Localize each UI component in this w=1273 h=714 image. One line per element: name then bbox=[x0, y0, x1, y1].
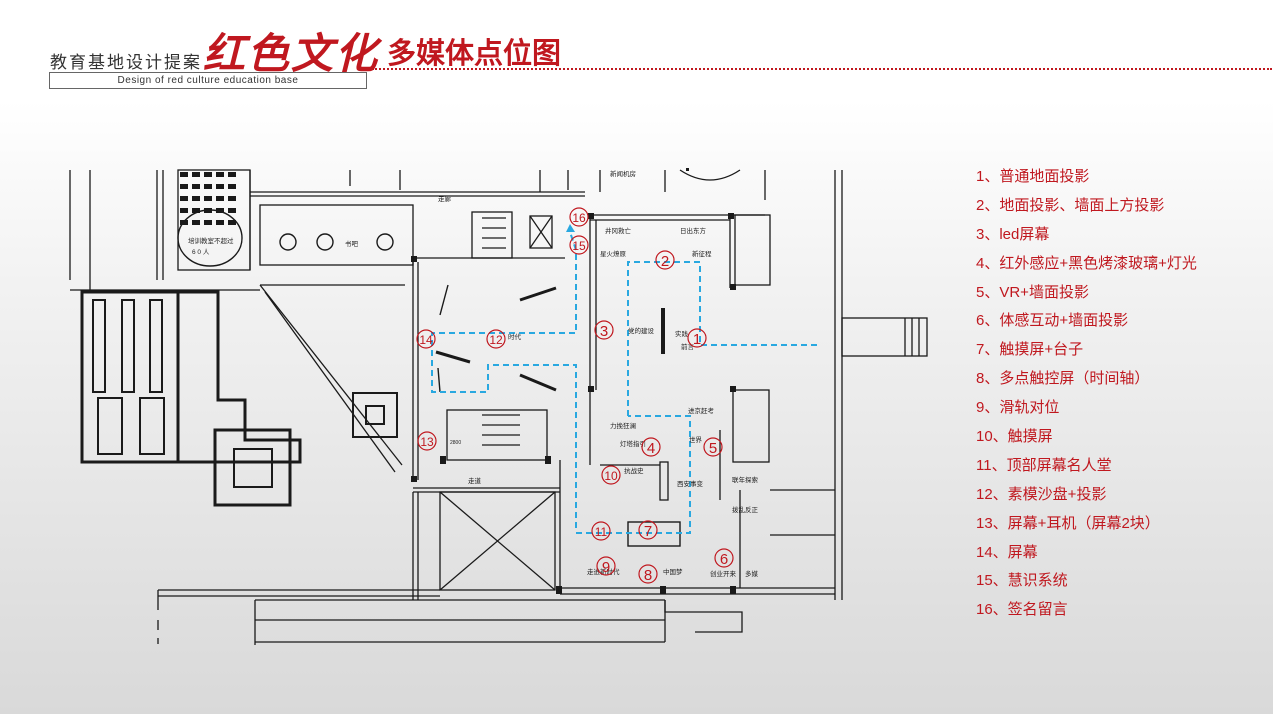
marker-num-15: 15 bbox=[572, 239, 586, 253]
room-label-shidai: 时代 bbox=[508, 332, 522, 341]
room-label-zouxiang: 走进新时代 bbox=[587, 567, 620, 576]
markers bbox=[416, 207, 734, 584]
marker-13 bbox=[417, 431, 437, 451]
page-title: 多媒体点位图 bbox=[387, 38, 562, 70]
room-label-capacity: 6 0 人 bbox=[192, 248, 210, 256]
marker-numbers: 1 2 3 4 5 6 7 8 9 10 11 12 13 14 15 16 bbox=[419, 211, 728, 584]
marker-num-7: 7 bbox=[644, 523, 652, 540]
room-label-shijian: 实践 bbox=[675, 329, 689, 338]
marker-num-13: 13 bbox=[420, 435, 434, 449]
legend-item: 11、顶部屏幕名人堂 bbox=[976, 456, 1112, 474]
room-label-xian: 西安事变 bbox=[677, 479, 704, 488]
marker-num-6: 6 bbox=[720, 551, 728, 568]
marker-num-14: 14 bbox=[419, 333, 433, 347]
marker-num-9: 9 bbox=[602, 559, 610, 576]
marker-num-5: 5 bbox=[709, 440, 717, 457]
legend-item: 4、红外感应+黑色烤漆玻璃+灯光 bbox=[976, 254, 1197, 272]
marker-10 bbox=[601, 465, 621, 485]
marker-num-11: 11 bbox=[595, 525, 608, 539]
plan-walls bbox=[69, 169, 928, 645]
legend-item: 2、地面投影、墙面上方投影 bbox=[976, 196, 1165, 214]
room-label-zhongguomeng: 中国梦 bbox=[663, 567, 683, 576]
room-label-liwan: 力挽狂澜 bbox=[610, 421, 636, 430]
room-labels: 培训教室不超过 6 0 人 书吧 走廊 新闻机房 井冈救亡 日出东方 星火燎原 … bbox=[188, 169, 759, 578]
room-label-bofan: 拨乱反正 bbox=[732, 505, 759, 514]
marker-3 bbox=[594, 320, 614, 340]
marker-5 bbox=[703, 437, 723, 457]
header-divider bbox=[372, 68, 1272, 70]
room-label-reading: 书吧 bbox=[345, 239, 359, 248]
marker-num-8: 8 bbox=[644, 567, 652, 584]
room-label-xinghuo: 星火燎原 bbox=[600, 249, 627, 258]
legend-item: 16、签名留言 bbox=[976, 601, 1068, 619]
legend-item: 8、多点触控屏（时间轴） bbox=[976, 370, 1150, 388]
plan-details bbox=[180, 168, 736, 594]
room-label-denghuo: 灯塔指引 bbox=[620, 439, 646, 448]
marker-9 bbox=[596, 556, 616, 576]
marker-7 bbox=[638, 520, 658, 540]
marker-num-4: 4 bbox=[647, 440, 655, 457]
dimension-label: 2800 bbox=[450, 440, 461, 446]
subtitle-box: Design of red culture education base bbox=[49, 72, 367, 89]
marker-14 bbox=[416, 329, 436, 349]
marker-16 bbox=[569, 207, 589, 227]
marker-num-12: 12 bbox=[489, 333, 503, 347]
legend-item: 1、普通地面投影 bbox=[976, 168, 1090, 185]
legend-item: 3、led屏幕 bbox=[976, 225, 1050, 243]
legend-item: 5、VR+墙面投影 bbox=[976, 283, 1089, 301]
room-label-duo: 多媒 bbox=[745, 569, 759, 578]
marker-2 bbox=[655, 250, 675, 270]
series-title: 红色文化 bbox=[203, 29, 380, 78]
room-label-qianyan: 前言 bbox=[681, 342, 695, 351]
legend-item: 12、素模沙盘+投影 bbox=[976, 485, 1107, 503]
brand-label: 教育基地设计提案 bbox=[50, 53, 202, 73]
room-label-shenhua: 新征程 bbox=[692, 249, 712, 258]
marker-15 bbox=[569, 235, 589, 255]
legend-item: 9、滑轨对位 bbox=[976, 399, 1060, 417]
room-label-beijing: 进京赶考 bbox=[688, 406, 715, 415]
marker-num-1: 1 bbox=[693, 331, 701, 348]
route-arrow bbox=[566, 224, 575, 232]
legend-item: 14、屏幕 bbox=[976, 543, 1038, 561]
legend-item: 10、触摸屏 bbox=[976, 428, 1053, 446]
marker-num-16: 16 bbox=[572, 211, 586, 225]
room-label-shijiao: 世界 bbox=[689, 435, 703, 444]
legend-item: 15、慧识系统 bbox=[976, 572, 1068, 590]
room-label-corridor-top: 走廊 bbox=[438, 194, 452, 203]
legend-item: 6、体感互动+墙面投影 bbox=[976, 312, 1129, 330]
marker-num-3: 3 bbox=[600, 323, 608, 340]
room-label-jiuzhuang: 联年探索 bbox=[732, 475, 759, 484]
room-label-corridor-mid: 走道 bbox=[468, 476, 482, 485]
room-label-chuangye: 创业开来 bbox=[710, 569, 737, 578]
marker-8 bbox=[638, 564, 658, 584]
room-label-dang: 党的建设 bbox=[628, 326, 655, 335]
room-label-richu: 日出东方 bbox=[680, 226, 707, 235]
marker-num-10: 10 bbox=[604, 469, 618, 483]
marker-num-2: 2 bbox=[661, 253, 669, 270]
visitor-route bbox=[431, 231, 820, 534]
legend-item: 13、屏幕+耳机（屏幕2块） bbox=[976, 514, 1160, 532]
marker-4 bbox=[641, 437, 661, 457]
marker-1 bbox=[687, 328, 707, 348]
legend-list: 1、普通地面投影 2、地面投影、墙面上方投影 3、led屏幕 4、红外感应+黑色… bbox=[976, 166, 1197, 628]
room-label-jinggang: 井冈救亡 bbox=[605, 226, 632, 235]
marker-12 bbox=[486, 329, 506, 349]
room-label-kangzhan: 抗战史 bbox=[624, 466, 644, 475]
plan-fixtures bbox=[177, 209, 681, 547]
marker-11 bbox=[591, 521, 611, 541]
room-label-training: 培训教室不超过 bbox=[188, 236, 234, 245]
legend-item: 7、触摸屏+台子 bbox=[976, 341, 1084, 359]
marker-6 bbox=[714, 548, 734, 568]
room-label-xinwen: 新闻机房 bbox=[610, 169, 636, 178]
